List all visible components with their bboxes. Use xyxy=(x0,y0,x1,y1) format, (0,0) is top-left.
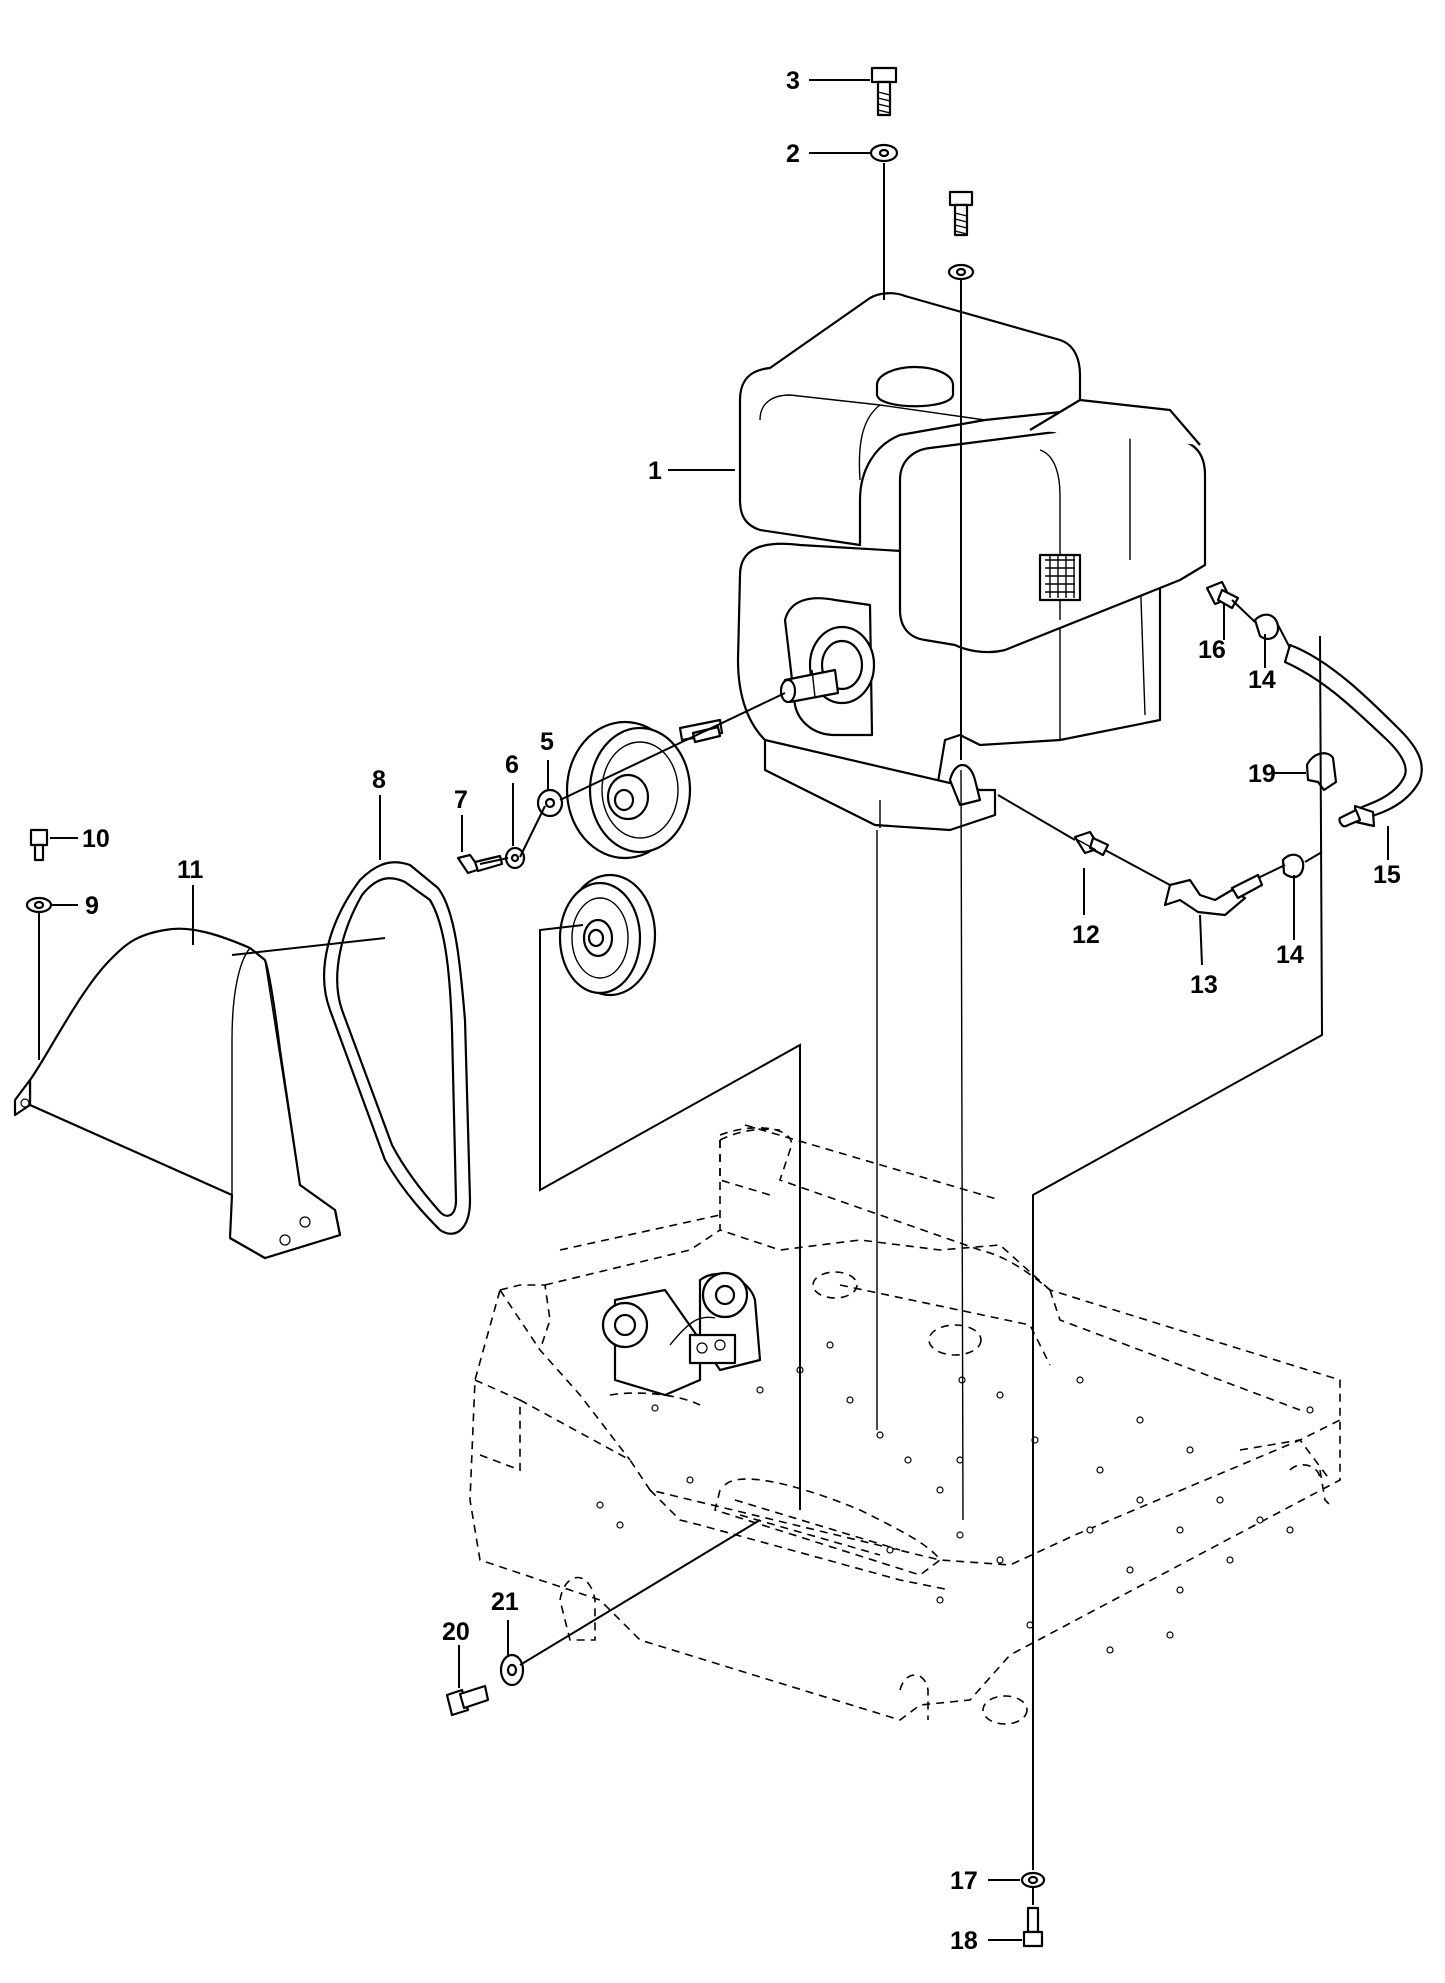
callout-8: 8 xyxy=(372,766,386,794)
callout-3: 3 xyxy=(786,67,800,95)
callout-18: 18 xyxy=(950,1927,978,1955)
engine-washer-top xyxy=(869,143,899,163)
pulley-lock-washer xyxy=(504,846,526,870)
engine xyxy=(736,292,1207,832)
callout-14-lower: 14 xyxy=(1276,941,1304,969)
fuel-fitting xyxy=(1073,830,1110,857)
hose-clamp-upper xyxy=(1253,613,1280,640)
callout-9: 9 xyxy=(85,892,99,920)
fuel-tap-bolt xyxy=(1205,580,1240,610)
callout-19: 19 xyxy=(1248,760,1276,788)
callout-21: 21 xyxy=(491,1588,519,1616)
base-plate xyxy=(469,1124,1341,1725)
callout-14-upper: 14 xyxy=(1248,666,1276,694)
callout-1: 1 xyxy=(648,457,662,485)
callout-10: 10 xyxy=(82,825,110,853)
engine-bolt-rear xyxy=(947,190,975,281)
callout-15: 15 xyxy=(1373,861,1401,889)
guard-washer xyxy=(25,896,53,914)
clutch-pulley xyxy=(558,873,657,997)
fuel-elbow xyxy=(1163,873,1264,917)
callout-2: 2 xyxy=(786,140,800,168)
guard-bolt xyxy=(29,828,49,862)
mount-bolt xyxy=(445,1684,490,1717)
callout-12: 12 xyxy=(1072,921,1100,949)
callout-7: 7 xyxy=(454,786,468,814)
v-belt xyxy=(323,861,472,1235)
callout-20: 20 xyxy=(442,1618,470,1646)
hose-clamp-lower xyxy=(1281,853,1305,879)
bottom-bolt xyxy=(1022,1906,1044,1948)
engine-bolt-top xyxy=(870,66,898,117)
callout-5: 5 xyxy=(540,728,554,756)
mount-washer xyxy=(499,1653,525,1687)
callout-13: 13 xyxy=(1190,971,1218,999)
base-plate-holes xyxy=(596,1341,1314,1654)
callout-11: 11 xyxy=(177,856,204,884)
callout-leaders xyxy=(50,79,1389,1941)
fuel-hose xyxy=(1283,643,1423,828)
callout-17: 17 xyxy=(950,1867,978,1895)
base-bracket xyxy=(601,1271,762,1397)
belt-guard xyxy=(13,927,342,1260)
callout-6: 6 xyxy=(505,751,519,779)
callout-labels: 3 2 1 5 6 7 8 10 9 11 12 13 16 14 19 14 … xyxy=(82,67,1401,1955)
air-cleaner-grille xyxy=(1038,553,1082,602)
assembly-lines xyxy=(38,163,1324,1905)
callout-16: 16 xyxy=(1198,636,1226,664)
bottom-washer xyxy=(1020,1871,1046,1889)
